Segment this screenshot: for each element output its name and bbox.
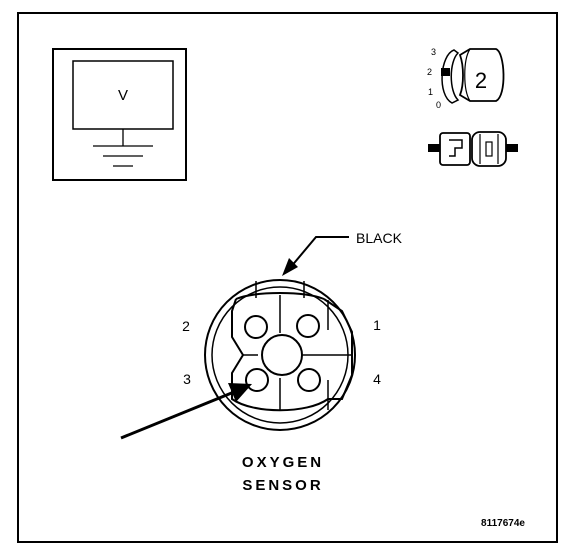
pin-cavity-3	[245, 368, 269, 392]
voltmeter: V	[52, 48, 187, 181]
pin-cavity-2	[244, 315, 268, 339]
ignition-key-icon: 3 2 1 0 2	[427, 47, 505, 110]
pin-label-4: 4	[373, 371, 381, 387]
center-cavity	[261, 334, 303, 376]
pin-label-3: 3	[183, 371, 191, 387]
ignition-position-1: 1	[428, 87, 433, 97]
connector-icon	[428, 131, 518, 167]
probe-arrowhead	[228, 383, 252, 402]
ignition-position-0: 0	[436, 100, 441, 110]
sensor-label-line2: SENSOR	[242, 477, 323, 494]
outer-frame	[17, 12, 558, 543]
voltmeter-symbol: V	[118, 87, 128, 104]
color-callout-label: BLACK	[356, 230, 403, 246]
voltmeter-display	[72, 60, 174, 130]
sensor-label-line1: OXYGEN	[242, 454, 324, 471]
ignition-position-2: 2	[427, 67, 432, 77]
ignition-selected-position: 2	[475, 68, 487, 93]
figure-id: 8117674e	[481, 518, 525, 529]
pin-label-1: 1	[373, 317, 381, 333]
color-callout-leader	[289, 236, 349, 269]
color-callout-arrowhead	[282, 258, 298, 276]
pin-label-2: 2	[182, 318, 190, 334]
sensor-connector-face	[204, 279, 356, 431]
probe-arrow-line	[120, 390, 235, 440]
ignition-position-3: 3	[431, 47, 436, 57]
pin-cavity-4	[297, 368, 321, 392]
ground-icon	[93, 129, 153, 167]
pin-cavity-1	[296, 314, 320, 338]
